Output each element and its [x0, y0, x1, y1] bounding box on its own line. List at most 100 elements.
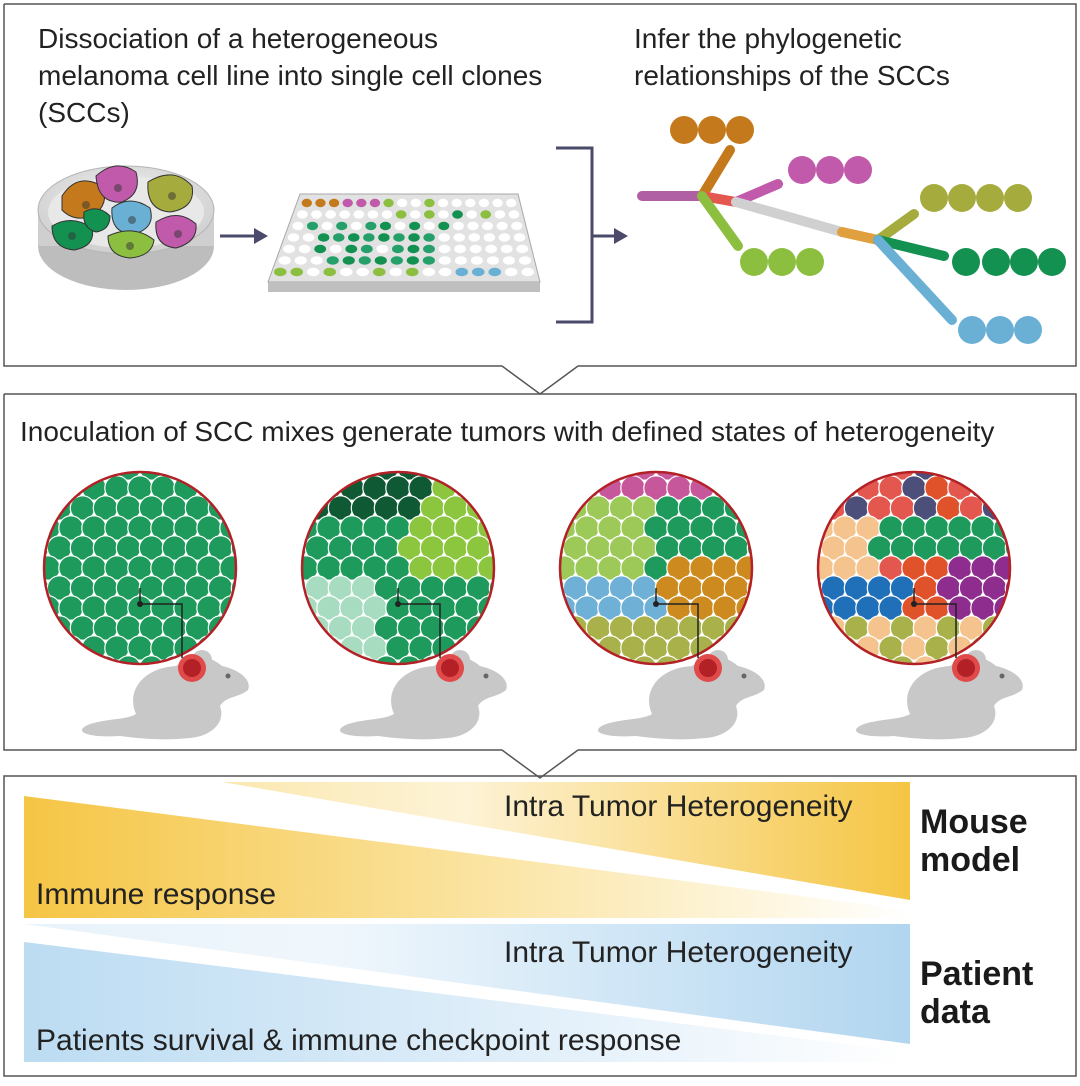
tumor-cell: [219, 555, 236, 581]
well: [356, 267, 370, 277]
clone-dot: [670, 116, 698, 144]
tumor-cell: [832, 635, 858, 661]
well: [408, 233, 420, 242]
well: [391, 244, 404, 254]
bottom-panel-frame: [3, 775, 1077, 1077]
well: [332, 233, 345, 242]
well: [379, 221, 392, 231]
clone-dot: [958, 316, 986, 344]
tumor-cell: [889, 655, 916, 664]
well: [438, 233, 450, 242]
well: [315, 198, 326, 208]
well: [480, 210, 492, 219]
clone-dot: [920, 184, 948, 212]
well: [423, 244, 435, 254]
mouse-3: [597, 588, 765, 740]
well: [485, 244, 498, 254]
tumor-cell: [477, 555, 494, 581]
middle-panel-frame: [3, 393, 1077, 779]
well: [292, 221, 304, 231]
well: [410, 198, 421, 208]
tumor-row: [42, 470, 1012, 666]
well: [422, 256, 435, 265]
well: [453, 233, 465, 242]
well: [423, 221, 435, 231]
well: [342, 256, 355, 265]
well: [376, 244, 389, 254]
tumor-cell: [115, 655, 142, 664]
well: [336, 221, 348, 231]
clone-dot: [1038, 248, 1066, 276]
well: [360, 244, 373, 254]
well: [478, 198, 490, 208]
well: [397, 198, 408, 208]
well: [301, 198, 312, 208]
tumor-cell: [993, 555, 1010, 581]
well: [500, 244, 513, 254]
tumor-cell: [746, 575, 752, 601]
well: [273, 267, 287, 277]
bracket-arrow: [556, 146, 628, 324]
clone-dot: [976, 184, 1004, 212]
well: [389, 267, 403, 277]
well: [297, 210, 308, 219]
clone-dot: [952, 248, 980, 276]
well: [521, 267, 535, 277]
well: [407, 244, 420, 254]
well: [468, 233, 481, 242]
patient-response-label: Patients survival & immune checkpoint re…: [36, 1024, 682, 1057]
phylogeny-caption: Infer the phylogenetic relationships of …: [634, 23, 950, 91]
dish-cells: [51, 165, 197, 259]
well: [278, 256, 291, 265]
mouse-model-label: Mouse model: [920, 803, 1070, 879]
arrow-dish-to-plate: [220, 228, 268, 244]
well: [511, 221, 523, 231]
tumor-cell: [574, 635, 600, 661]
mouse-4: [855, 588, 1023, 740]
tumor-cell: [58, 635, 84, 661]
well: [454, 256, 467, 265]
well: [323, 267, 337, 277]
clone-dot: [698, 116, 726, 144]
well: [328, 198, 340, 208]
well: [321, 221, 333, 231]
well: [339, 210, 351, 219]
mouse-2: [339, 588, 507, 740]
tumor-cell: [1004, 575, 1010, 601]
clone-dot: [1010, 248, 1038, 276]
well: [353, 210, 365, 219]
well: [455, 267, 469, 277]
well: [423, 210, 435, 219]
tumor-1: [42, 470, 238, 666]
tumor-cell: [373, 655, 400, 664]
well: [438, 267, 452, 277]
dissociation-caption: Dissociation of a heterogeneous melanoma…: [38, 23, 543, 128]
well: [345, 244, 358, 254]
well: [518, 256, 532, 265]
mouse-1: [81, 588, 249, 740]
petri-dish: [37, 165, 215, 290]
patient-data-label: Patient data: [920, 955, 1070, 1031]
well: [508, 210, 520, 219]
well: [492, 198, 503, 208]
clone-dot: [740, 248, 768, 276]
well: [488, 267, 502, 277]
well-plate: [267, 193, 541, 292]
well: [409, 210, 421, 219]
clone-dot: [844, 156, 872, 184]
mouse-heterogeneity-label: Intra Tumor Heterogeneity: [504, 790, 853, 823]
well: [325, 210, 336, 219]
well: [317, 233, 330, 242]
tumor-cell: [230, 535, 236, 561]
clone-dot: [768, 248, 796, 276]
well: [365, 221, 377, 231]
well: [494, 210, 506, 219]
tumor-cell: [1004, 535, 1010, 561]
well: [298, 244, 311, 254]
well: [393, 233, 405, 242]
well: [307, 221, 319, 231]
tumor-cell: [735, 555, 752, 581]
tumor-2: [300, 470, 496, 666]
well: [339, 267, 353, 277]
clone-dot: [796, 248, 824, 276]
